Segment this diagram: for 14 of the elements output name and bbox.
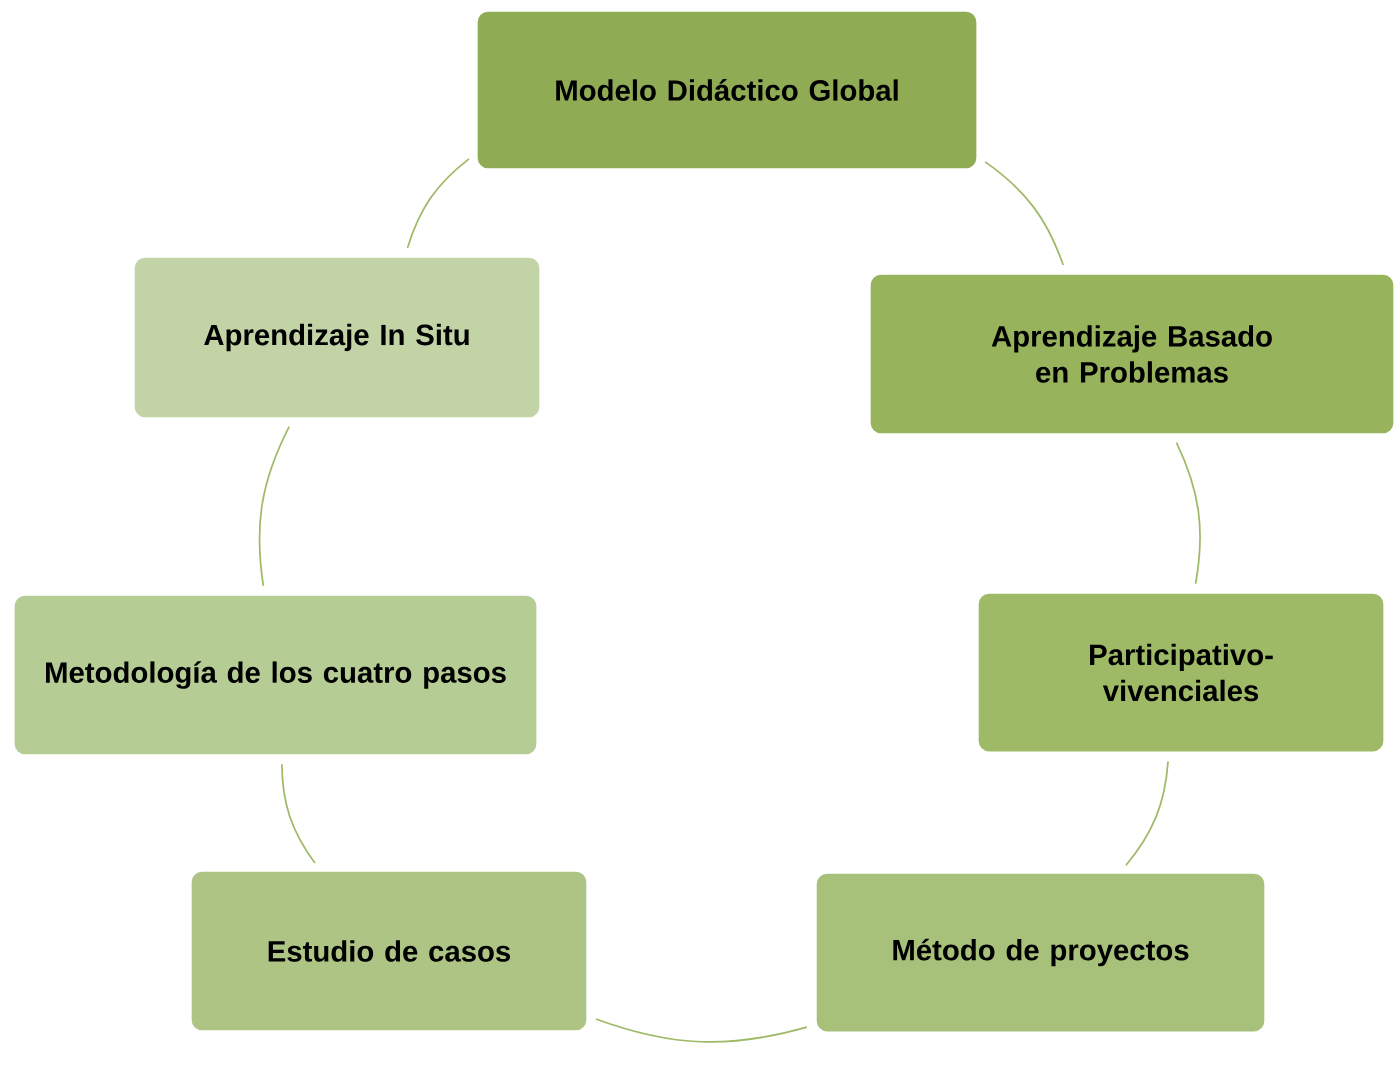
process-box: Aprendizaje In Situ [131,254,543,421]
connector-line [1175,441,1201,585]
connector-line [258,425,291,587]
connector-line [984,161,1065,266]
process-box: Aprendizaje Basado en Problemas [867,271,1395,437]
process-box: Modelo Didáctico Global [474,8,980,172]
connector-line [280,763,316,864]
connector-line [595,1018,808,1043]
connector-line [1125,760,1169,867]
process-box: Participativo-vivenciales [975,590,1387,755]
connector-line [406,157,470,249]
process-box: Método de proyectos [813,870,1268,1035]
process-box: Estudio de casos [188,868,590,1034]
process-box: Metodología de los cuatro pasos [11,592,540,758]
